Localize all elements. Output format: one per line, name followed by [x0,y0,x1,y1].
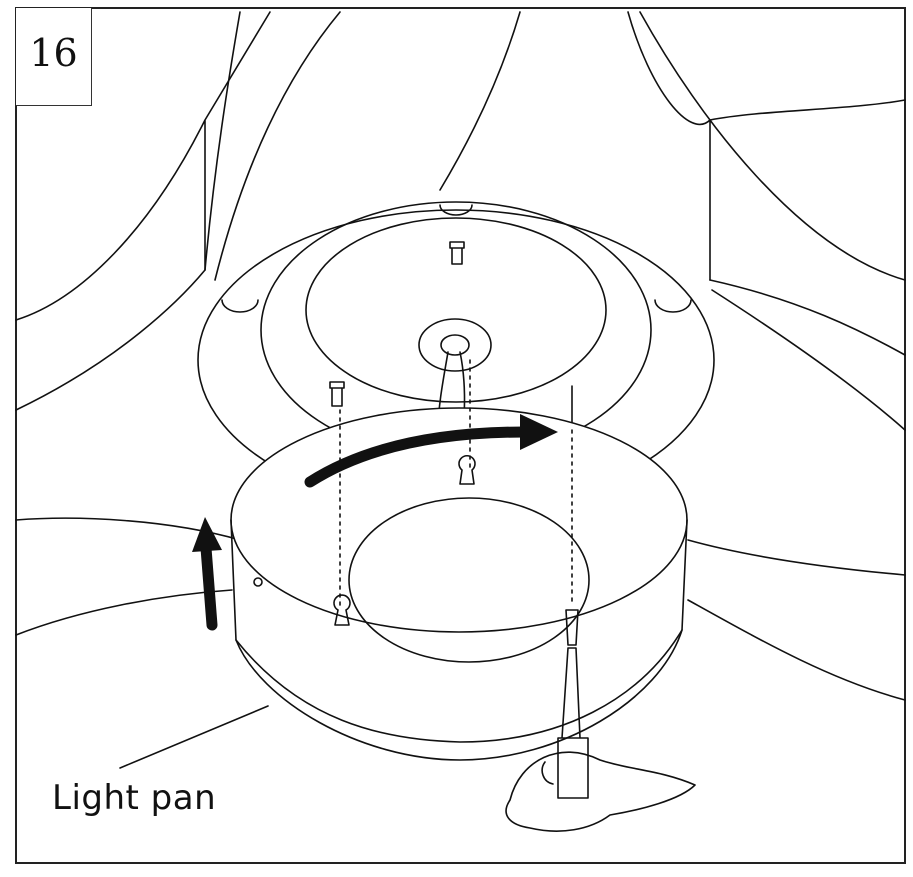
lift-arrow [200,542,218,631]
fan-blade-top-center [214,11,521,281]
light-pan-hole [253,577,263,587]
page-border [15,7,906,864]
screwdriver [557,647,589,799]
motor-housing-inner [305,217,607,403]
light-pan-center-opening [348,497,590,663]
mounting-tab-right [654,299,692,313]
fan-blade-top-left-inner [204,11,241,271]
keyhole-slot-left [333,594,351,626]
light-pan-side [230,519,688,761]
mounting-tab-left [221,299,259,313]
step-number: 16 [16,8,92,106]
fan-blade-top-left [15,11,271,411]
wire-grommet-inner [440,334,470,356]
callout-leader [119,705,269,769]
lift-arrow-head [192,517,222,552]
fan-blade-bottom-right [687,539,906,701]
screw-top [449,241,465,265]
screw-left [329,381,345,407]
light-pan-label: Light pan [52,778,217,818]
fan-blade-right [709,99,906,431]
fan-blade-top-right [627,11,906,281]
rotate-arrow-head [520,414,558,450]
hand [505,751,696,832]
light-pan-rim-top [230,407,688,633]
screw-bottom [565,609,579,646]
rotate-arrow [304,426,531,488]
light-pan-bottom-edge [235,629,683,743]
wire-grommet [418,318,492,372]
mounting-tab-top [439,204,473,216]
